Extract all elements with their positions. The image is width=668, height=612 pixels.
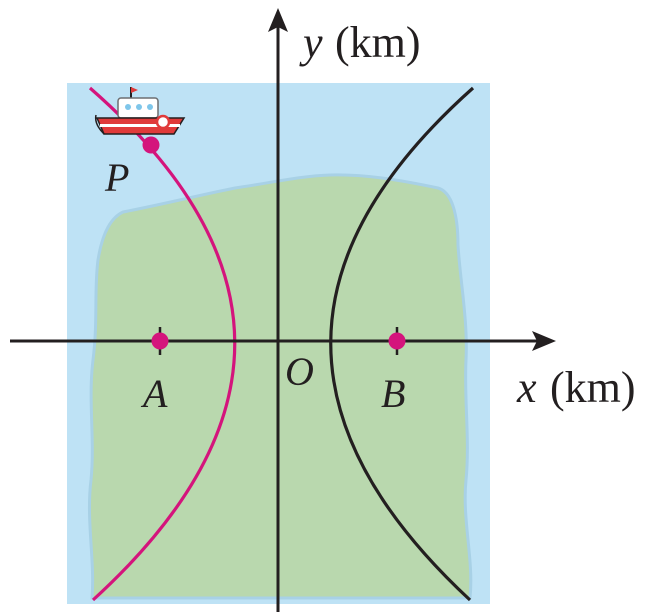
island-region xyxy=(88,173,473,600)
boat-icon xyxy=(94,87,186,135)
y-axis-arrowhead xyxy=(268,8,288,32)
point-a-dot xyxy=(151,332,169,350)
point-b-dot xyxy=(388,332,406,350)
label-p: P xyxy=(104,155,129,200)
label-a: A xyxy=(140,371,168,416)
y-axis-unit: (km) xyxy=(335,18,421,67)
point-p-dot xyxy=(142,136,160,154)
y-axis-var: y xyxy=(299,18,323,67)
x-axis-var: x xyxy=(516,363,537,412)
x-axis-unit: (km) xyxy=(550,363,636,412)
label-origin: O xyxy=(285,349,314,394)
label-b: B xyxy=(381,371,405,416)
x-axis-arrowhead xyxy=(532,331,556,351)
